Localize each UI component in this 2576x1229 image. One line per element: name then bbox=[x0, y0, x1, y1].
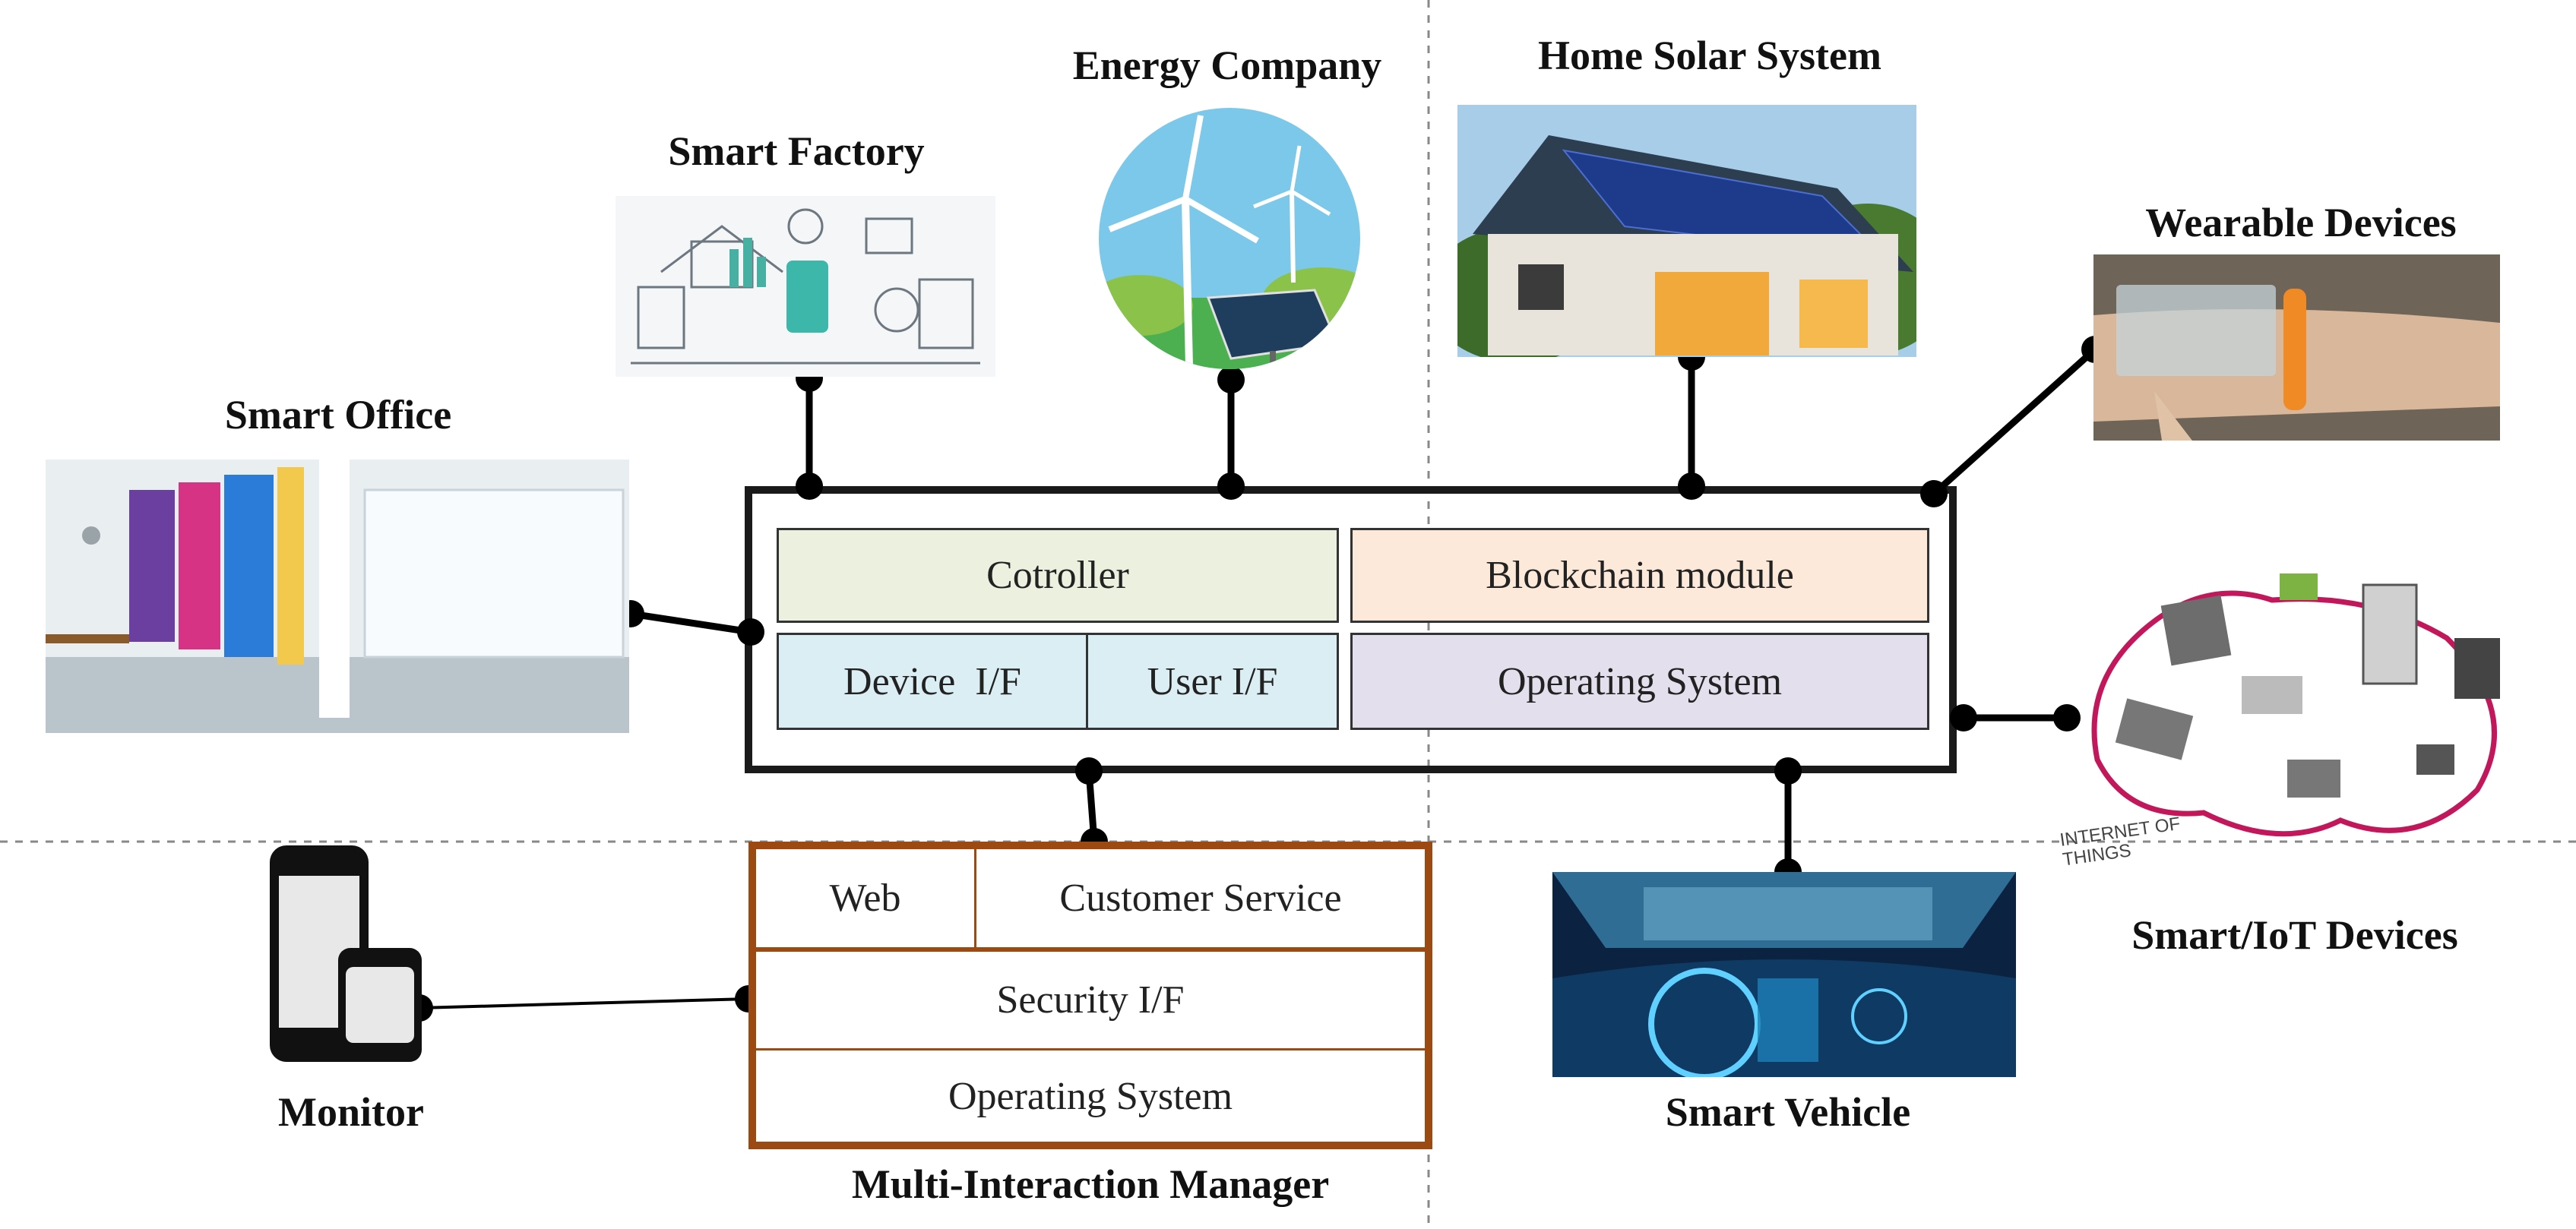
web-label: Web bbox=[829, 877, 901, 920]
iot-devices-label: Smart/IoT Devices bbox=[2131, 912, 2458, 958]
mim-os-box: Operating System bbox=[756, 1050, 1425, 1142]
iot-devices-image bbox=[2052, 532, 2553, 881]
monitor-image bbox=[262, 842, 429, 1068]
user-if-label: User I/F bbox=[1147, 659, 1278, 703]
node-office-right bbox=[737, 618, 764, 646]
home-solar-label: Home Solar System bbox=[1538, 33, 1881, 78]
office-icon bbox=[46, 460, 629, 733]
car-dashboard-icon bbox=[1552, 872, 2016, 1077]
wind-solar-icon bbox=[1099, 108, 1360, 369]
wire-wearable bbox=[1931, 346, 2098, 497]
phone-icon bbox=[786, 261, 828, 333]
wearable-label: Wearable Devices bbox=[2145, 200, 2457, 245]
customer-service-box: Customer Service bbox=[976, 849, 1425, 952]
node-iot-left bbox=[1950, 704, 1977, 731]
smart-office-label: Smart Office bbox=[224, 392, 452, 438]
blockchain-label: Blockchain module bbox=[1486, 554, 1794, 597]
smart-vehicle-label: Smart Vehicle bbox=[1665, 1089, 1911, 1135]
node-iot-right bbox=[2053, 704, 2081, 731]
blockchain-box: Blockchain module bbox=[1350, 528, 1929, 623]
smart-factory-label: Smart Factory bbox=[668, 128, 925, 174]
wrist-device-icon bbox=[2093, 254, 2500, 441]
device-if-box: Device I/F bbox=[777, 633, 1088, 730]
phone-watch-icon bbox=[270, 845, 422, 1062]
controller-box: Cotroller bbox=[777, 528, 1339, 623]
node-factory-bottom bbox=[796, 472, 823, 500]
smart-vehicle-image bbox=[1552, 872, 2016, 1077]
controller-label: Cotroller bbox=[986, 554, 1129, 597]
node-solar-bottom bbox=[1678, 472, 1705, 500]
node-energy-top bbox=[1217, 366, 1245, 393]
node-energy-bottom bbox=[1217, 472, 1245, 500]
wire-monitor bbox=[419, 997, 749, 1009]
security-if-label: Security I/F bbox=[996, 978, 1185, 1022]
customer-service-label: Customer Service bbox=[1059, 877, 1342, 920]
mim-os-label: Operating System bbox=[948, 1074, 1233, 1118]
core-os-label: Operating System bbox=[1497, 659, 1783, 703]
smart-factory-image bbox=[616, 196, 995, 377]
home-solar-image bbox=[1457, 105, 1916, 357]
node-vehicle-top bbox=[1774, 757, 1802, 785]
device-if-label: Device I/F bbox=[843, 659, 1021, 703]
energy-company-image bbox=[1094, 108, 1365, 374]
node-wearable-bottom bbox=[1920, 480, 1948, 507]
wearable-image bbox=[2093, 254, 2500, 441]
iot-cycle-icon bbox=[2091, 573, 2500, 837]
security-if-box: Security I/F bbox=[756, 952, 1425, 1050]
factory-icons bbox=[631, 208, 980, 365]
smart-office-image bbox=[46, 460, 629, 733]
energy-company-label: Energy Company bbox=[1072, 43, 1382, 88]
node-mim-top bbox=[1075, 757, 1103, 785]
core-os-box: Operating System bbox=[1350, 633, 1929, 730]
mim-box: Web Customer Service Security I/F Operat… bbox=[748, 842, 1432, 1149]
mim-label: Multi-Interaction Manager bbox=[851, 1161, 1330, 1207]
solar-house-icon bbox=[1457, 105, 1916, 357]
monitor-label: Monitor bbox=[278, 1089, 424, 1135]
wire-office bbox=[630, 610, 752, 636]
user-if-box: User I/F bbox=[1086, 633, 1339, 730]
web-box: Web bbox=[756, 849, 976, 952]
